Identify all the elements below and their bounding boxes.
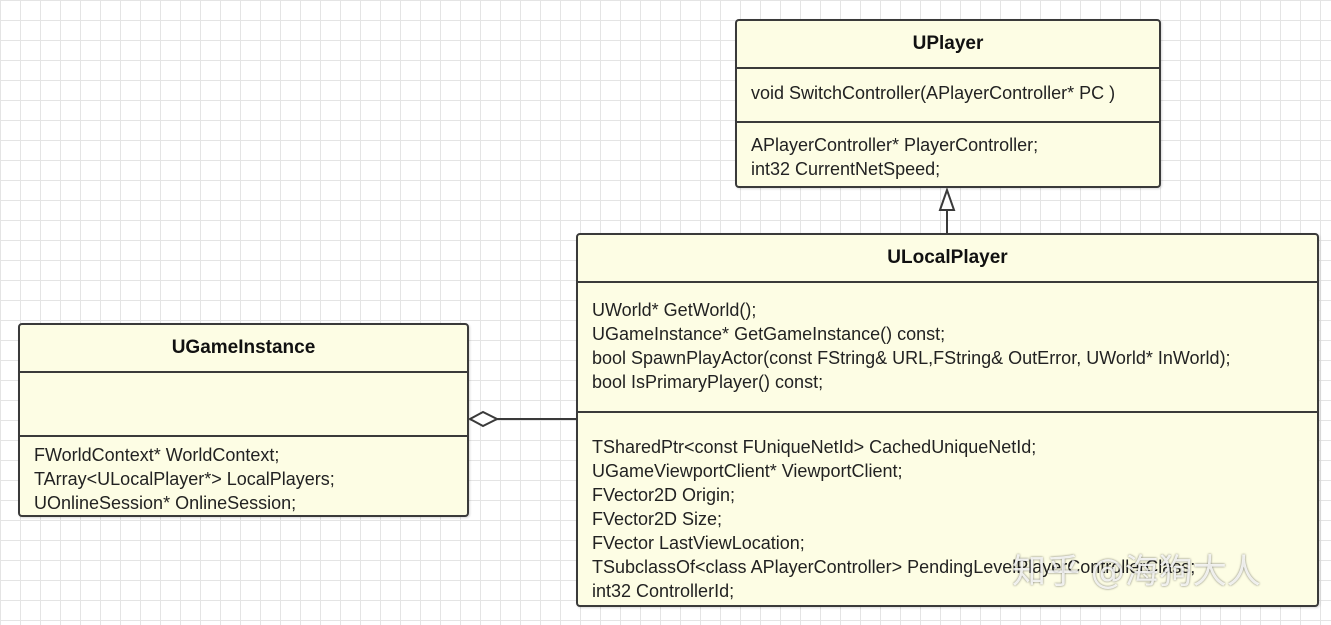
attribute: TSubclassOf<class APlayerController> Pen…: [592, 557, 1196, 577]
attributes-section: FWorldContext* WorldContext; TArray<ULoc…: [20, 435, 467, 515]
attribute: int32 CurrentNetSpeed;: [751, 159, 941, 179]
method: bool SpawnPlayActor(const FString& URL,F…: [592, 348, 1231, 368]
methods-section: [20, 373, 467, 435]
attribute: APlayerController* PlayerController;: [751, 135, 1039, 155]
class-ugameinstance[interactable]: UGameInstance FWorldContext* WorldContex…: [18, 323, 469, 517]
attribute: FVector2D Size;: [592, 509, 723, 529]
attribute: TSharedPtr<const FUniqueNetId> CachedUni…: [592, 437, 1037, 457]
attribute: int32 ControllerId;: [592, 581, 735, 601]
attribute: FVector2D Origin;: [592, 485, 736, 505]
inheritance-arrowhead: [938, 186, 956, 211]
watermark: 知乎 @海狗大人: [1012, 552, 1261, 592]
attribute: UGameViewportClient* ViewportClient;: [592, 461, 903, 481]
attribute: TArray<ULocalPlayer*> LocalPlayers;: [34, 469, 335, 489]
method: bool IsPrimaryPlayer() const;: [592, 372, 824, 392]
method: UGameInstance* GetGameInstance() const;: [592, 324, 946, 344]
class-name: ULocalPlayer: [578, 235, 1317, 283]
class-name: UPlayer: [737, 21, 1159, 69]
attribute: UOnlineSession* OnlineSession;: [34, 493, 297, 513]
attribute: FWorldContext* WorldContext;: [34, 445, 280, 465]
attributes-section: TSharedPtr<const FUniqueNetId> CachedUni…: [578, 411, 1317, 605]
methods-section: UWorld* GetWorld(); UGameInstance* GetGa…: [578, 283, 1317, 411]
aggregation-diamond: [467, 410, 500, 428]
attribute: FVector LastViewLocation;: [592, 533, 805, 553]
class-uplayer[interactable]: UPlayer void SwitchController(APlayerCon…: [735, 19, 1161, 188]
methods-section: void SwitchController(APlayerController*…: [737, 69, 1159, 121]
class-name: UGameInstance: [20, 325, 467, 373]
attributes-section: APlayerController* PlayerController; int…: [737, 121, 1159, 186]
method: void SwitchController(APlayerController*…: [751, 83, 1116, 103]
class-ulocalplayer[interactable]: ULocalPlayer UWorld* GetWorld(); UGameIn…: [576, 233, 1319, 607]
method: UWorld* GetWorld();: [592, 300, 757, 320]
